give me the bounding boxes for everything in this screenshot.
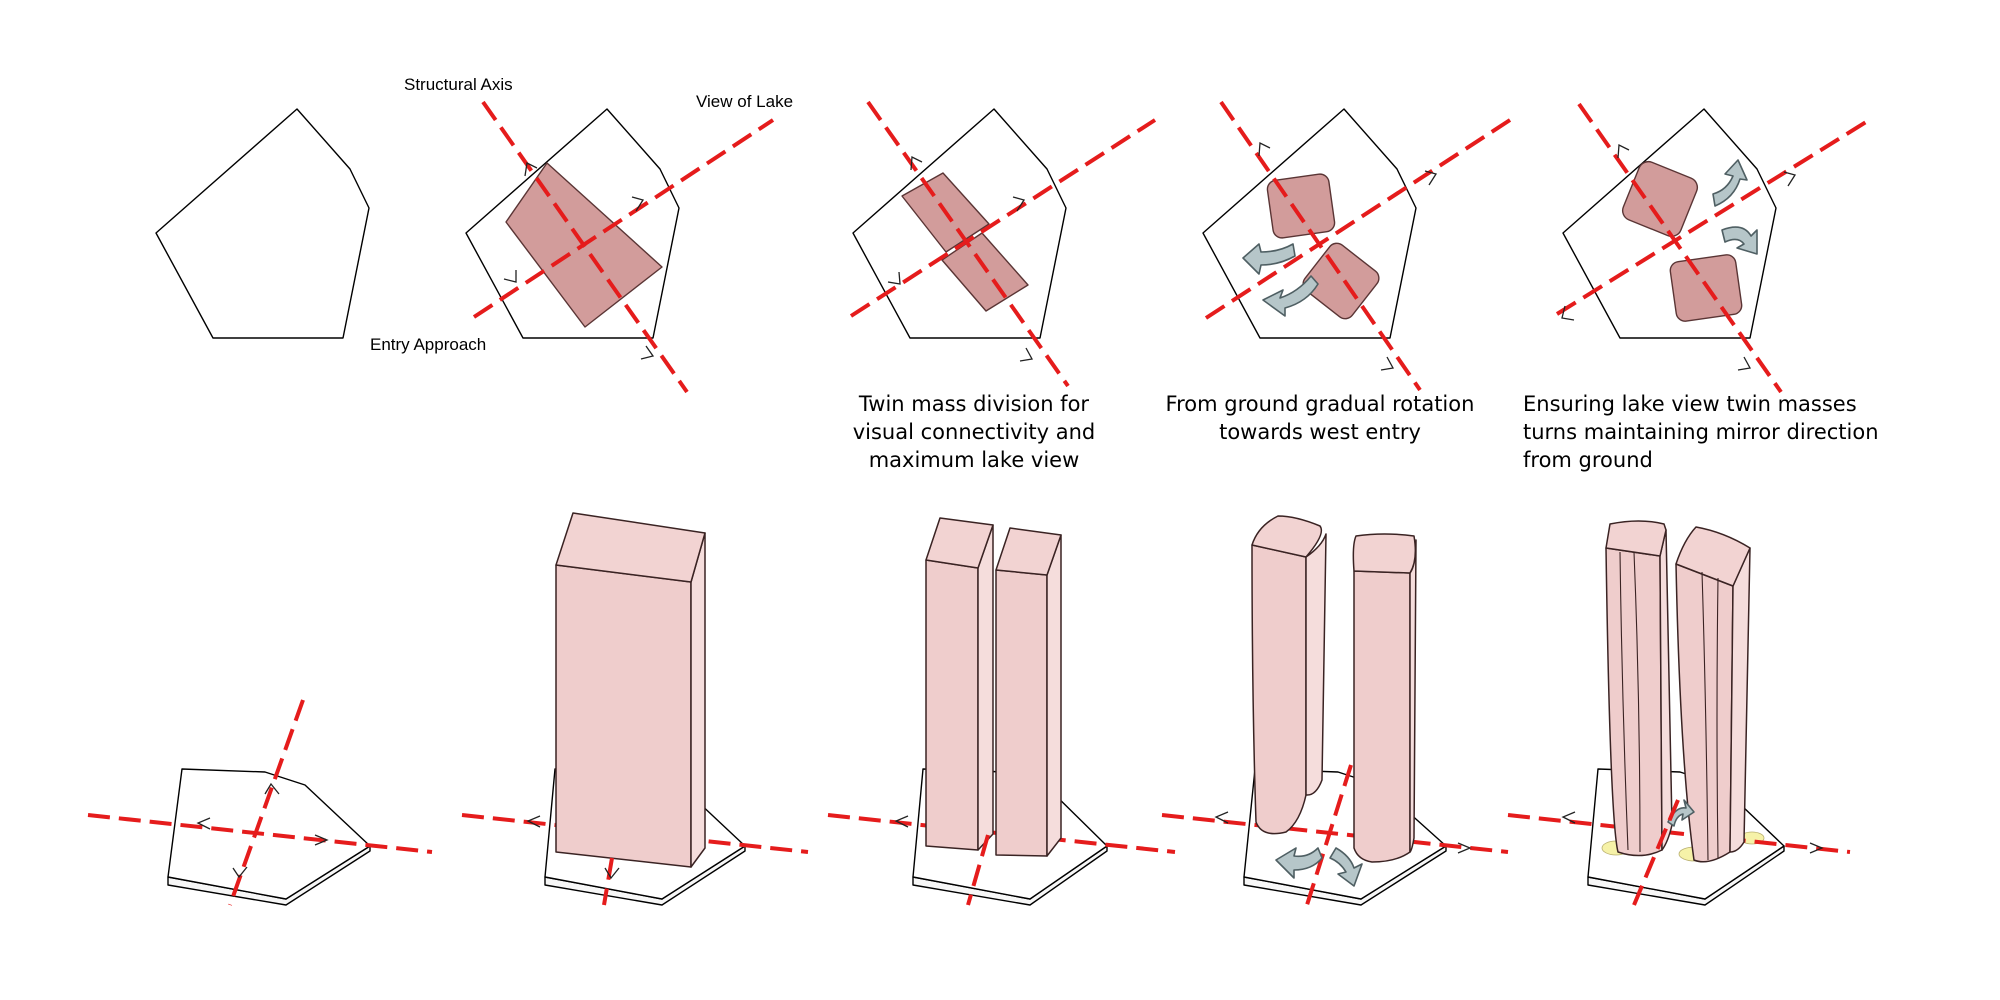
caption-line: towards west entry xyxy=(1219,420,1421,444)
axis-arrow-icon xyxy=(264,782,280,795)
tower-b-top-face xyxy=(1352,533,1417,574)
axis-arrow-icon xyxy=(1561,811,1576,824)
plan-step1-site xyxy=(155,108,370,339)
tower-a-top-face xyxy=(1251,515,1323,558)
caption-step4: From ground gradual rotation towards wes… xyxy=(1166,392,1475,444)
caption-line: visual connectivity and xyxy=(853,420,1096,444)
plan-step3-twin-division xyxy=(849,100,1157,388)
axis-arrow-icon xyxy=(894,815,909,828)
tower-top-face xyxy=(555,512,706,583)
mirror-mass-plan-a xyxy=(1621,160,1699,238)
axis-arrow-icon xyxy=(1012,196,1026,212)
axis-arrow-icon xyxy=(1783,171,1797,187)
tower-a-top-face xyxy=(1605,520,1667,557)
rotation-arrow-icon xyxy=(1712,159,1748,207)
axis-arrow-icon xyxy=(640,345,655,360)
axo-step4-rotated-towers xyxy=(1161,515,1509,906)
tower-a-front-face xyxy=(1251,544,1307,835)
tower-front-face xyxy=(555,564,692,868)
plan-step5-mirror-rotation xyxy=(1555,102,1868,394)
site-outline xyxy=(155,108,370,339)
axis-arrow-icon xyxy=(1617,143,1630,159)
structural-axis-line xyxy=(866,100,1070,388)
plan-step4-rotation xyxy=(1202,100,1512,392)
caption-line: Twin mass division for xyxy=(858,392,1090,416)
axis-arrow-icon xyxy=(1214,811,1229,824)
structural-axis-line xyxy=(228,699,305,906)
tower-a-side-face xyxy=(977,524,994,851)
tower-b-side-face xyxy=(1046,534,1062,857)
axis-arrow-icon xyxy=(526,815,541,828)
lake-view-axis-line xyxy=(1161,813,1509,854)
axo-step2-single-tower xyxy=(461,512,809,906)
tower-b-side-face xyxy=(1409,539,1417,853)
tower-a-twist-line xyxy=(1633,551,1641,853)
structural-axis-line xyxy=(1305,764,1353,906)
tower-a-top-face xyxy=(925,517,994,569)
caption-step3: Twin mass division for visual connectivi… xyxy=(853,392,1096,472)
structural-axis-line xyxy=(481,100,689,394)
structural-axis-line xyxy=(1219,100,1422,392)
axis-arrow-icon xyxy=(503,270,517,283)
lake-view-axis-line xyxy=(472,118,775,319)
structural-axis-line xyxy=(1632,799,1680,906)
caption-line: from ground xyxy=(1523,448,1653,472)
tower-b-front-face xyxy=(1675,563,1734,863)
plan-step2-single-mass xyxy=(465,100,775,394)
axis-arrow-icon xyxy=(1809,842,1824,854)
tower-a-side-face xyxy=(1305,533,1327,796)
rotation-arrow-icon xyxy=(1329,847,1363,887)
tower-b-side-face xyxy=(1729,547,1751,853)
tower-b-twist-line xyxy=(1716,577,1719,859)
rotation-arrow-icon xyxy=(1242,243,1296,275)
axis-arrow-icon xyxy=(910,155,923,171)
entry-approach-label: Entry Approach xyxy=(370,335,486,354)
axis-arrow-icon xyxy=(1737,356,1752,371)
axis-arrow-icon xyxy=(1019,347,1034,362)
tower-a-side-face xyxy=(1659,529,1673,851)
caption-line: Ensuring lake view twin masses xyxy=(1523,392,1857,416)
axis-arrow-icon xyxy=(1258,141,1271,157)
axis-arrow-icon xyxy=(524,162,538,177)
rotated-mass-plan-b xyxy=(1302,242,1380,320)
structural-axis-line xyxy=(602,857,614,906)
tower-b-top-face xyxy=(1675,526,1751,587)
axo-step3-twin-towers xyxy=(827,517,1176,906)
view-of-lake-label: View of Lake xyxy=(696,92,793,111)
structural-axis-label: Structural Axis xyxy=(404,75,513,94)
axis-arrow-icon xyxy=(604,867,620,880)
caption-line: maximum lake view xyxy=(869,448,1080,472)
axis-arrow-icon xyxy=(887,271,901,285)
structural-axis-line xyxy=(1577,102,1783,394)
caption-step5: Ensuring lake view twin masses turns mai… xyxy=(1523,392,1879,472)
tower-a-front-face xyxy=(1605,547,1663,857)
tower-side-face xyxy=(690,532,706,868)
lake-view-axis-line xyxy=(87,813,433,854)
lake-view-axis-line xyxy=(1507,813,1851,854)
structural-axis-line xyxy=(966,834,990,906)
tower-b-top-face xyxy=(995,527,1062,576)
axis-arrow-icon xyxy=(196,817,211,830)
axo-step5-twisted-towers xyxy=(1507,520,1851,906)
rotation-arrow-icon xyxy=(1262,275,1319,317)
axis-arrow-icon xyxy=(314,834,329,846)
axo-step1-site xyxy=(87,699,433,906)
tower-a-front-face xyxy=(925,559,979,851)
axis-arrow-icon xyxy=(232,866,248,879)
caption-line: From ground gradual rotation xyxy=(1166,392,1475,416)
tower-b-twist-line xyxy=(1701,571,1709,861)
axis-arrow-icon xyxy=(1424,170,1438,186)
axis-arrow-icon xyxy=(1561,305,1575,321)
rotation-arrow-icon xyxy=(1275,847,1323,879)
caption-line: turns maintaining mirror direction xyxy=(1523,420,1879,444)
tower-a-twist-line xyxy=(1619,551,1629,851)
rotation-arrow-icon xyxy=(1721,226,1758,255)
tower-b-front-face xyxy=(1353,570,1411,863)
axis-arrow-icon xyxy=(1380,356,1395,371)
axis-arrow-icon xyxy=(631,196,645,212)
axis-arrow-icon xyxy=(1457,842,1472,854)
tower-b-front-face xyxy=(995,569,1048,857)
